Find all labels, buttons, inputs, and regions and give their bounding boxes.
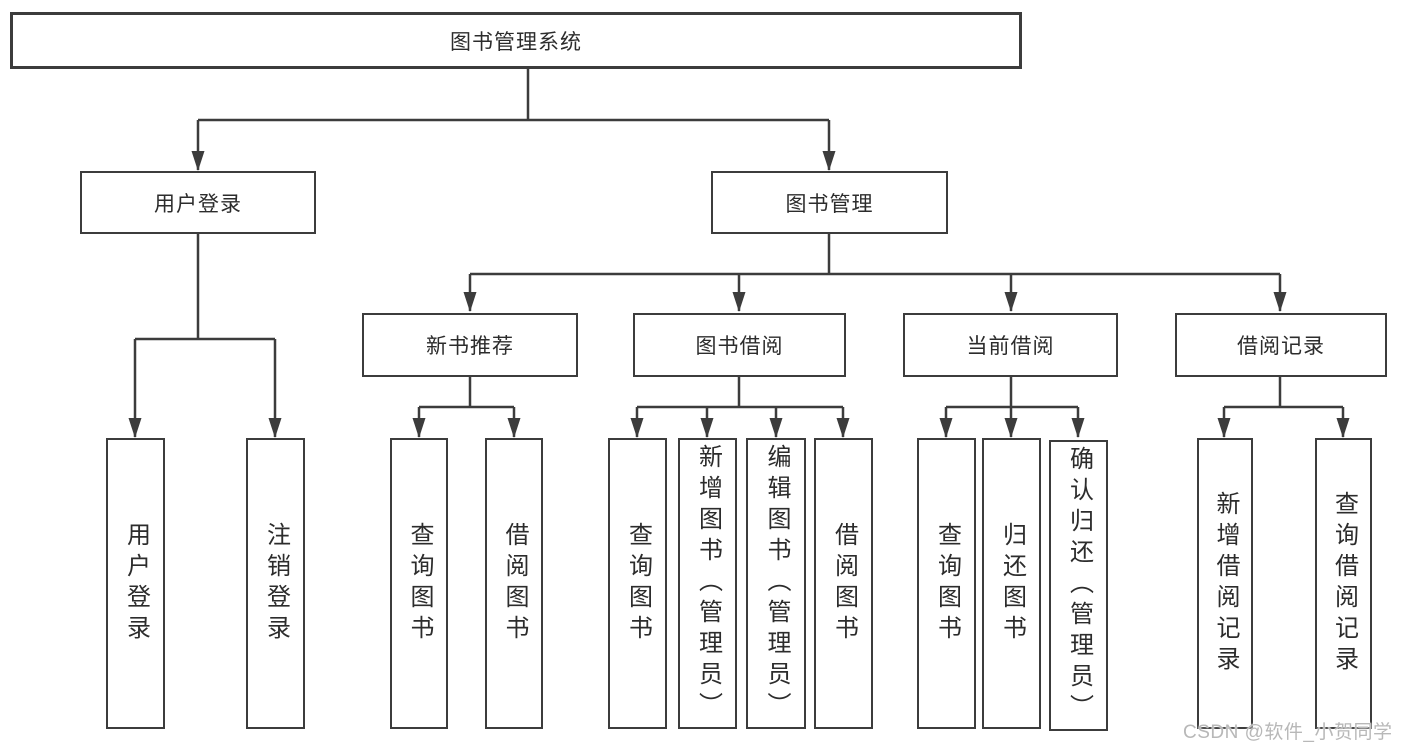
node-leaf-query-book-2: 查询图书 xyxy=(608,438,667,729)
node-borrow-record: 借阅记录 xyxy=(1175,313,1387,377)
node-new-book-rec: 新书推荐 xyxy=(362,313,578,377)
node-leaf-query-book-1: 查询图书 xyxy=(390,438,448,729)
csdn-watermark: CSDN @软件_小贺同学 xyxy=(1183,722,1393,743)
connector-new-book-rec-branch xyxy=(419,377,514,409)
connector-current-borrow-branch xyxy=(946,377,1078,409)
node-current-borrow: 当前借阅 xyxy=(903,313,1118,377)
node-leaf-logout: 注销登录 xyxy=(246,438,305,729)
node-leaf-user-login: 用户登录 xyxy=(106,438,165,729)
node-leaf-return-book: 归还图书 xyxy=(982,438,1041,729)
connector-user-login-branch xyxy=(135,234,275,341)
node-book-mgmt: 图书管理 xyxy=(711,171,948,234)
node-leaf-add-record: 新增借阅记录 xyxy=(1197,438,1253,729)
node-leaf-edit-book: 编辑图书（管理员） xyxy=(746,438,806,729)
connector-book-mgmt-branch xyxy=(470,234,1280,276)
connector-borrow-record-branch xyxy=(1224,377,1343,409)
node-book-borrow: 图书借阅 xyxy=(633,313,846,377)
node-leaf-confirm-return: 确认归还（管理员） xyxy=(1049,440,1108,731)
node-leaf-borrow-book-1: 借阅图书 xyxy=(485,438,543,729)
node-leaf-add-book: 新增图书（管理员） xyxy=(678,438,737,729)
connector-book-borrow-branch xyxy=(637,377,843,409)
node-root: 图书管理系统 xyxy=(10,12,1022,69)
node-leaf-query-record: 查询借阅记录 xyxy=(1315,438,1372,729)
node-user-login: 用户登录 xyxy=(80,171,316,234)
node-leaf-query-book-3: 查询图书 xyxy=(917,438,976,729)
connector-root-to-level2 xyxy=(198,69,829,122)
node-leaf-borrow-book-2: 借阅图书 xyxy=(814,438,873,729)
